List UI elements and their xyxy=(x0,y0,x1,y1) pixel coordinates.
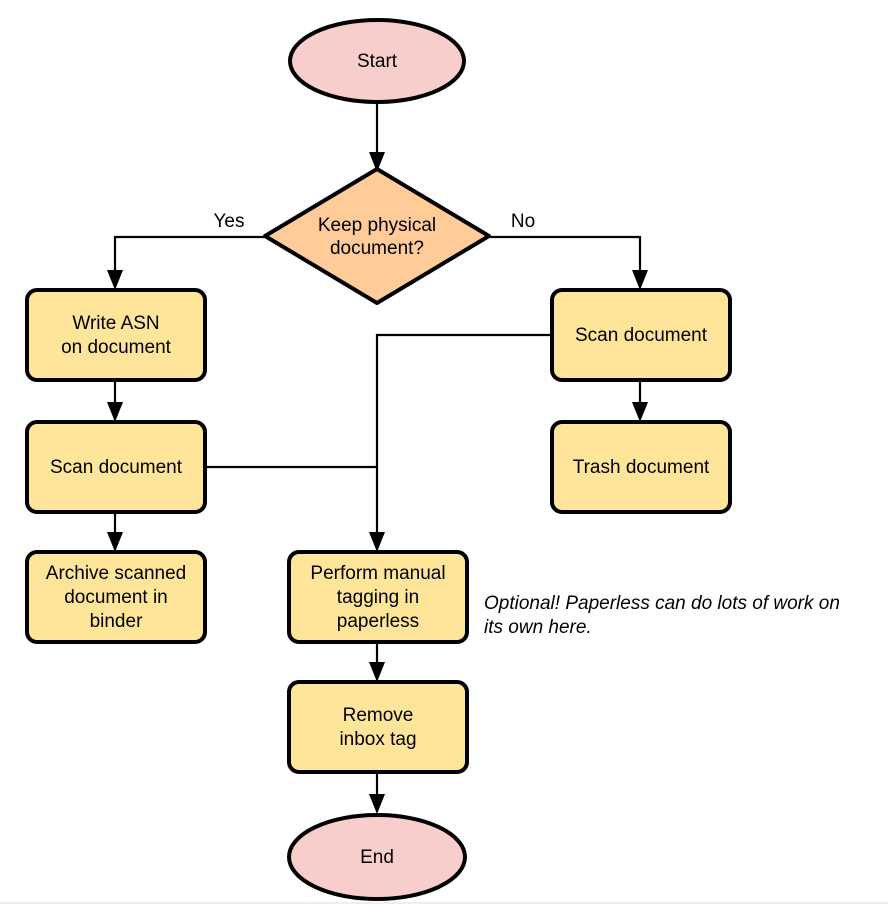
node-write-asn-label-line2: on document xyxy=(61,337,172,358)
node-archive-scanned-document[interactable]: Archive scanned document in binder xyxy=(25,550,207,644)
edge-scan-right-to-tagging xyxy=(375,333,552,540)
node-archive-label-line3: binder xyxy=(90,611,143,632)
edge-label-yes: Yes xyxy=(214,211,245,232)
node-tagging-label-line3: paperless xyxy=(337,611,419,632)
node-end-label: End xyxy=(360,847,394,868)
node-perform-manual-tagging[interactable]: Perform manual tagging in paperless xyxy=(287,550,469,644)
edge-scan-right-to-trash xyxy=(632,380,648,422)
optional-note-line2: its own here. xyxy=(484,617,592,638)
edge-decision-to-write-asn xyxy=(107,235,265,290)
edge-remove-inbox-to-end xyxy=(369,772,385,814)
edge-scan-left-to-archive xyxy=(107,512,123,552)
node-trash-document[interactable]: Trash document xyxy=(550,420,732,514)
node-scan-document-right[interactable]: Scan document xyxy=(550,288,732,382)
node-tagging-label-line1: Perform manual xyxy=(310,563,445,584)
node-tagging-label-line2: tagging in xyxy=(337,587,419,608)
node-decision-keep-physical-document[interactable]: Keep physical document? xyxy=(263,167,491,305)
edge-label-no: No xyxy=(511,211,535,232)
node-remove-inbox-label-line1: Remove xyxy=(343,705,414,726)
node-start[interactable]: Start xyxy=(288,18,466,104)
edge-decision-to-scan-right xyxy=(490,235,648,290)
node-decision-label-line2: document? xyxy=(330,238,424,259)
node-remove-inbox-tag[interactable]: Remove inbox tag xyxy=(287,680,469,774)
node-trash-document-label: Trash document xyxy=(573,457,710,478)
optional-note: Optional! Paperless can do lots of work … xyxy=(484,593,840,638)
node-scan-document-left-label: Scan document xyxy=(50,457,183,478)
edge-write-asn-to-scan-left xyxy=(107,380,123,422)
node-end[interactable]: End xyxy=(287,813,467,901)
node-decision-label-line1: Keep physical xyxy=(318,215,436,236)
node-archive-label-line2: document in xyxy=(64,587,168,608)
node-write-asn-label-line1: Write ASN xyxy=(72,313,159,334)
node-write-asn-on-document[interactable]: Write ASN on document xyxy=(25,288,207,382)
node-remove-inbox-label-line2: inbox tag xyxy=(339,729,416,750)
optional-note-line1: Optional! Paperless can do lots of work … xyxy=(484,593,840,614)
node-start-label: Start xyxy=(357,51,398,72)
node-archive-label-line1: Archive scanned xyxy=(46,563,186,584)
edge-scan-left-to-tagging xyxy=(205,465,385,552)
node-scan-document-left[interactable]: Scan document xyxy=(25,420,207,514)
node-scan-document-right-label: Scan document xyxy=(575,325,708,346)
edge-tagging-to-remove-inbox xyxy=(369,642,385,682)
edge-start-to-decision xyxy=(369,103,385,172)
